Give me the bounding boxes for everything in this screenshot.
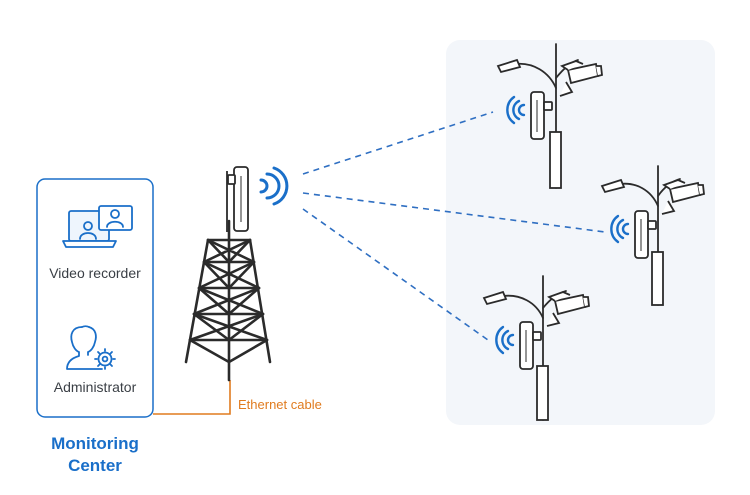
cctv-camera-icon (546, 291, 590, 327)
wifi-signal-icon (259, 166, 289, 206)
wireless-bridge-icon (519, 321, 542, 370)
wifi-signal-icon (610, 214, 630, 244)
cctv-camera-icon (559, 60, 603, 97)
camera-sites-panel (446, 40, 715, 425)
ethernet-cable (153, 380, 231, 415)
wireless-links (302, 111, 606, 341)
camera-site-2 (600, 165, 705, 306)
wireless-bridge-icon (226, 166, 249, 232)
camera-site-3 (482, 275, 590, 421)
monitoring-center-title-line2: Center (68, 456, 122, 475)
cctv-camera-icon (661, 179, 705, 215)
lattice-tower-icon (184, 219, 272, 382)
monitoring-center-box (36, 178, 154, 418)
camera-site-1 (496, 43, 603, 189)
monitoring-center-title-line1: Monitoring (51, 434, 139, 453)
video-recorder-label: Video recorder (49, 265, 141, 281)
administrator-icon (66, 325, 116, 370)
video-recorder-icon (62, 205, 133, 248)
administrator-label: Administrator (53, 379, 137, 395)
wifi-signal-icon (506, 95, 526, 125)
wireless-bridge-icon (634, 210, 657, 259)
ethernet-cable-label: Ethernet cable (238, 397, 322, 412)
monitoring-center-title: Monitoring Center (30, 433, 160, 477)
wireless-bridge-icon (530, 91, 553, 140)
wifi-signal-icon (495, 325, 515, 355)
